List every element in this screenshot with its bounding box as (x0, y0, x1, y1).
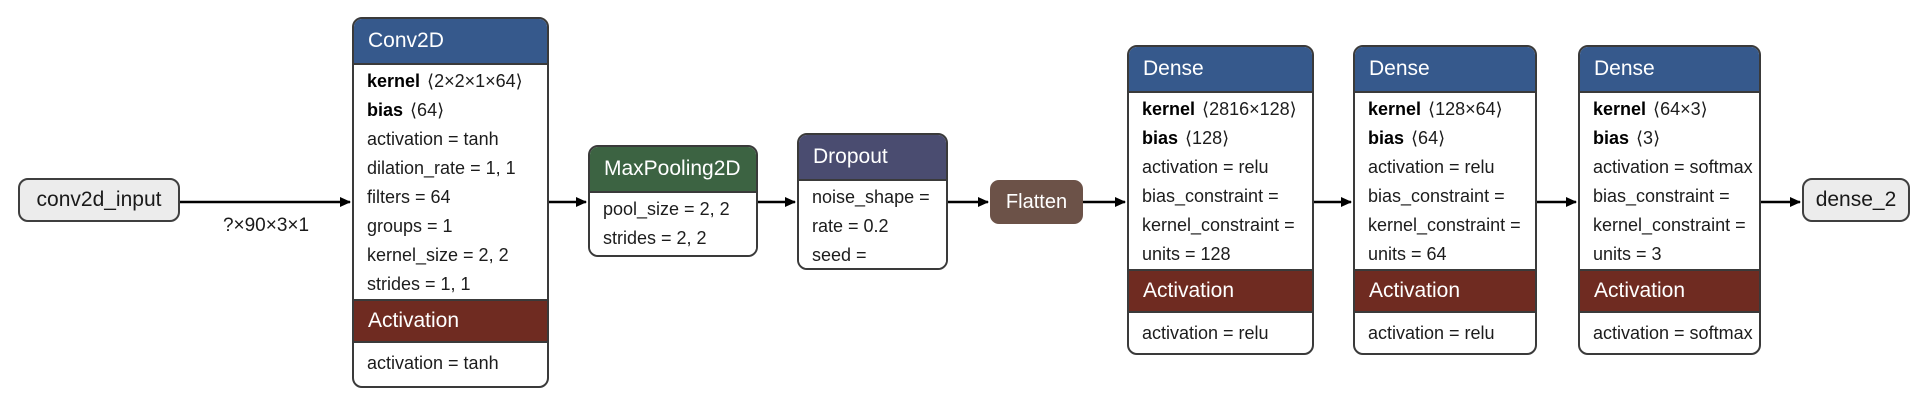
param-units: units = 64 (1368, 244, 1447, 264)
node-maxpooling2d[interactable]: MaxPooling2D pool_size = 2, 2 strides = … (588, 145, 758, 257)
param-kernel: kernel⟨128×64⟩ (1368, 99, 1503, 119)
param-kernel-constraint: kernel_constraint = (1593, 215, 1746, 235)
node-dense-3-activation-title: Activation (1580, 269, 1759, 313)
node-dense-2-activation-title: Activation (1355, 269, 1535, 313)
node-conv2d[interactable]: Conv2D kernel⟨2×2×1×64⟩ bias⟨64⟩ activat… (352, 17, 549, 388)
param-activation: activation = tanh (367, 353, 499, 373)
param-activation: activation = softmax (1593, 157, 1753, 177)
param-bias: bias⟨64⟩ (1368, 128, 1446, 148)
param-strides: strides = 2, 2 (603, 228, 707, 248)
node-dense-2[interactable]: Dense kernel⟨128×64⟩ bias⟨64⟩ activation… (1353, 45, 1537, 355)
param-kernel-size: kernel_size = 2, 2 (367, 245, 509, 265)
param-kernel-constraint: kernel_constraint = (1368, 215, 1521, 235)
node-dropout-title: Dropout (799, 135, 946, 181)
param-kernel: kernel⟨2×2×1×64⟩ (367, 71, 523, 91)
node-dense-1-title: Dense (1129, 47, 1312, 93)
node-flatten[interactable]: Flatten (990, 180, 1083, 224)
node-maxpooling2d-title: MaxPooling2D (590, 147, 756, 193)
param-kernel: kernel⟨2816×128⟩ (1142, 99, 1297, 119)
param-rate: rate = 0.2 (812, 216, 889, 236)
param-activation: activation = relu (1368, 323, 1495, 343)
node-dropout-params: noise_shape = rate = 0.2 seed = (799, 181, 946, 268)
param-groups: groups = 1 (367, 216, 453, 236)
node-dense-3[interactable]: Dense kernel⟨64×3⟩ bias⟨3⟩ activation = … (1578, 45, 1761, 355)
param-activation: activation = softmax (1593, 323, 1753, 343)
param-activation: activation = relu (1368, 157, 1495, 177)
param-dilation-rate: dilation_rate = 1, 1 (367, 158, 516, 178)
param-activation: activation = tanh (367, 129, 499, 149)
param-units: units = 128 (1142, 244, 1231, 264)
param-strides: strides = 1, 1 (367, 274, 471, 294)
node-dense-2-title: Dense (1355, 47, 1535, 93)
param-bias-constraint: bias_constraint = (1368, 186, 1505, 206)
node-dense-1-params: kernel⟨2816×128⟩ bias⟨128⟩ activation = … (1129, 93, 1312, 269)
param-activation: activation = relu (1142, 157, 1269, 177)
param-seed: seed = (812, 245, 867, 265)
node-dense-2-activation-params: activation = relu (1355, 313, 1535, 353)
param-filters: filters = 64 (367, 187, 451, 207)
param-bias: bias⟨128⟩ (1142, 128, 1230, 148)
node-dense-2-params: kernel⟨128×64⟩ bias⟨64⟩ activation = rel… (1355, 93, 1535, 269)
node-dense-1-activation-title: Activation (1129, 269, 1312, 313)
node-dense-3-params: kernel⟨64×3⟩ bias⟨3⟩ activation = softma… (1580, 93, 1759, 269)
node-conv2d-params: kernel⟨2×2×1×64⟩ bias⟨64⟩ activation = t… (354, 65, 547, 299)
node-dense-3-title: Dense (1580, 47, 1759, 93)
param-bias: bias⟨3⟩ (1593, 128, 1661, 148)
node-dense-1-activation-params: activation = relu (1129, 313, 1312, 353)
param-bias-constraint: bias_constraint = (1142, 186, 1279, 206)
param-bias-constraint: bias_constraint = (1593, 186, 1730, 206)
node-maxpooling2d-params: pool_size = 2, 2 strides = 2, 2 (590, 193, 756, 255)
node-conv2d-title: Conv2D (354, 19, 547, 65)
edge-shape-label: ?×90×3×1 (222, 215, 310, 236)
param-bias: bias⟨64⟩ (367, 100, 445, 120)
param-noise-shape: noise_shape = (812, 187, 930, 207)
node-conv2d-activation-params: activation = tanh (354, 343, 547, 386)
node-dropout[interactable]: Dropout noise_shape = rate = 0.2 seed = (797, 133, 948, 270)
param-activation: activation = relu (1142, 323, 1269, 343)
node-conv2d-input[interactable]: conv2d_input (18, 178, 180, 222)
param-pool-size: pool_size = 2, 2 (603, 199, 730, 219)
node-dense-3-activation-params: activation = softmax (1580, 313, 1759, 353)
node-conv2d-activation-title: Activation (354, 299, 547, 343)
param-kernel-constraint: kernel_constraint = (1142, 215, 1295, 235)
node-dense-2-output[interactable]: dense_2 (1802, 178, 1910, 222)
node-dense-1[interactable]: Dense kernel⟨2816×128⟩ bias⟨128⟩ activat… (1127, 45, 1314, 355)
param-kernel: kernel⟨64×3⟩ (1593, 99, 1708, 119)
param-units: units = 3 (1593, 244, 1662, 264)
